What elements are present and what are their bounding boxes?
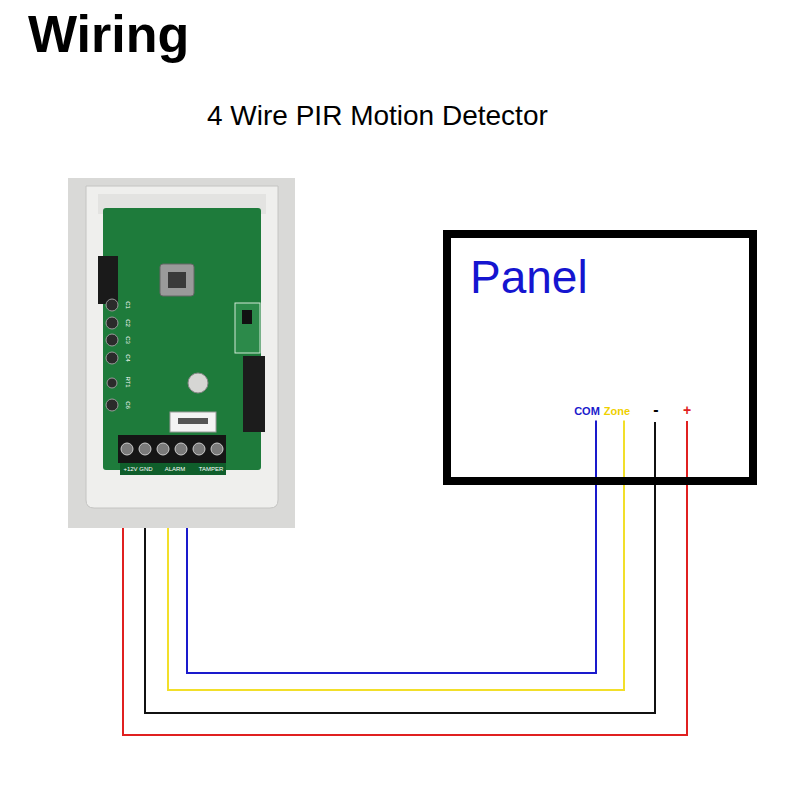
component-label: C1 [125, 301, 131, 309]
capacitor [106, 334, 118, 346]
pir-sensor [160, 264, 194, 296]
terminal-block [118, 435, 226, 463]
component-label: RT1 [125, 376, 131, 387]
pin-header [98, 256, 118, 304]
terminal-label: +12V GND [123, 466, 152, 472]
tamper-switch [170, 412, 216, 432]
page-title: Wiring [28, 8, 189, 60]
wire-end [654, 422, 656, 485]
wire [168, 485, 624, 690]
terminal-label-strip [120, 463, 226, 475]
capacitors [106, 299, 118, 411]
sensor-window [168, 272, 186, 288]
thermistor [107, 378, 117, 388]
screw [157, 443, 169, 455]
terminal-label: COM [574, 406, 600, 417]
screw [175, 443, 187, 455]
wire-end [686, 421, 688, 485]
terminal-label: + [683, 403, 691, 417]
wire [123, 485, 687, 735]
screw [139, 443, 151, 455]
screw [193, 443, 205, 455]
component-label: C3 [125, 336, 131, 344]
screw [211, 443, 223, 455]
subtitle: 4 Wire PIR Motion Detector [207, 102, 548, 130]
jumper-cap [242, 310, 252, 324]
wire-end [595, 421, 597, 486]
side-connector [243, 356, 265, 432]
terminal-label: ALARM [165, 466, 186, 472]
terminal-screws [121, 443, 223, 455]
terminal-label: - [653, 402, 658, 418]
pir-detector: C1C2C3C4RT1C6 +12V GND ALARM TAMPER [68, 178, 295, 528]
terminal-label: Zone [604, 406, 630, 417]
tamper-slot [178, 418, 208, 424]
wire [145, 485, 655, 713]
component-label: C4 [125, 354, 131, 362]
circuit-board [103, 208, 261, 470]
mounting-hole [188, 373, 208, 393]
component-label: C2 [125, 319, 131, 327]
wire [187, 485, 596, 673]
capacitor [106, 317, 118, 329]
alarm-panel: PanelCOM Zone - + [443, 230, 757, 485]
capacitor [106, 299, 118, 311]
wire-end [623, 421, 625, 486]
jumper-block [235, 303, 260, 353]
component-label: C6 [125, 401, 131, 409]
photo-background [68, 178, 295, 528]
terminal-label: TAMPER [199, 466, 224, 472]
detector-housing [86, 186, 278, 508]
panel-title: Panel [470, 254, 588, 300]
capacitor [106, 399, 118, 411]
pir-detector-photo [68, 178, 295, 528]
capacitor [106, 352, 118, 364]
screw [121, 443, 133, 455]
